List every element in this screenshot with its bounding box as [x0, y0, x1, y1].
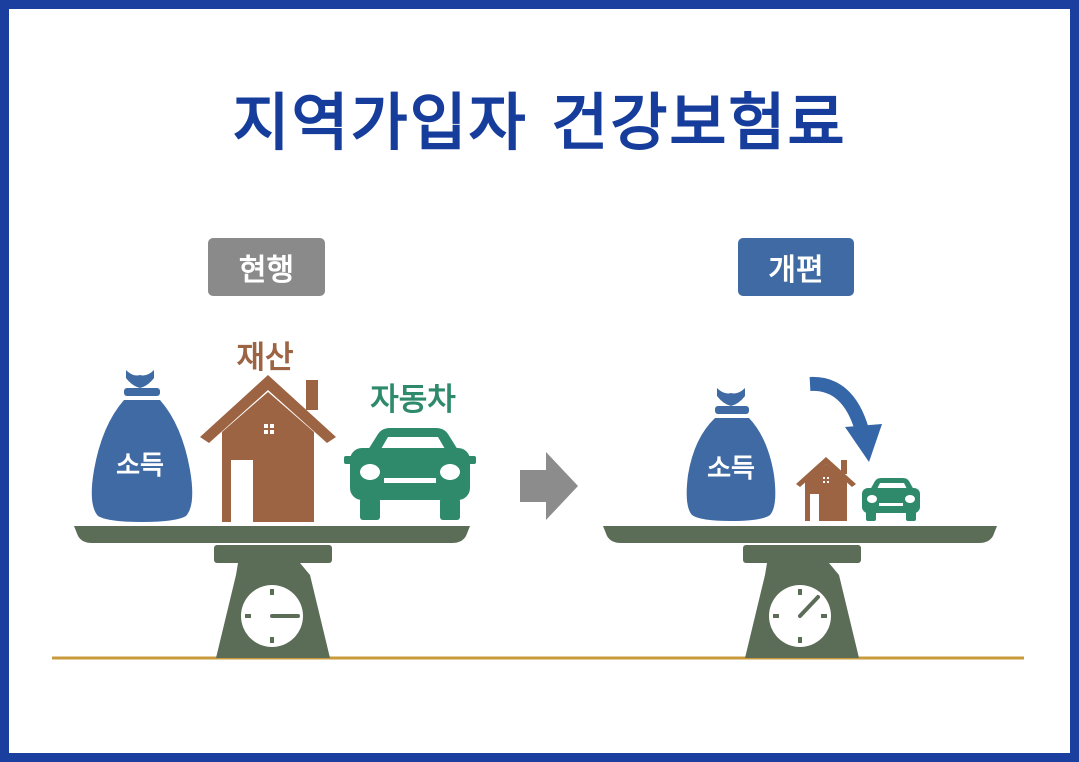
scale-icon — [74, 526, 470, 658]
scale-icon — [603, 526, 997, 658]
money-bag-icon — [92, 370, 193, 522]
income-label-current: 소득 — [116, 451, 164, 481]
property-label: 재산 — [236, 340, 293, 376]
car-label: 자동차 — [370, 382, 456, 418]
house-icon — [796, 457, 856, 521]
house-icon — [200, 375, 336, 522]
car-icon — [344, 428, 476, 520]
right-arrow-icon — [520, 452, 578, 520]
curved-arrow-icon — [810, 384, 882, 462]
income-label-reform: 소득 — [707, 454, 755, 484]
car-icon — [862, 478, 920, 521]
